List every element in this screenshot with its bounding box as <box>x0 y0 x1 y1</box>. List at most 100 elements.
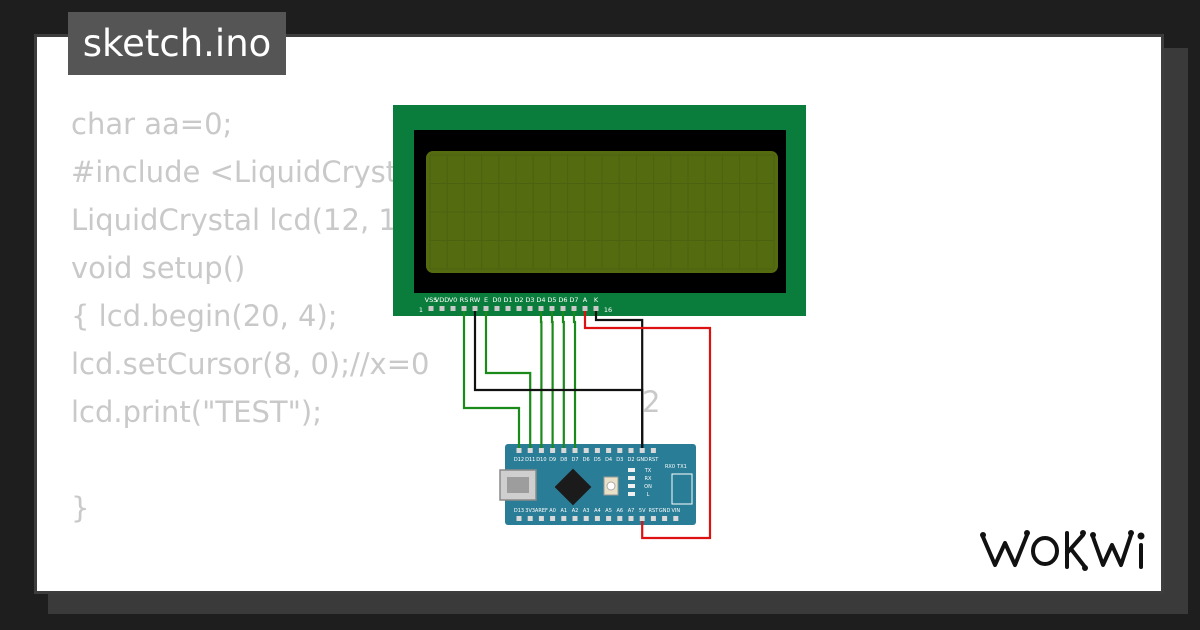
nano-bottom-pin[interactable] <box>516 516 522 521</box>
lcd-pin[interactable] <box>461 306 467 311</box>
nano-top-pin[interactable] <box>628 448 634 453</box>
nano-top-pin-label: D5 <box>594 457 601 463</box>
lcd-pin-label: RS <box>460 296 469 304</box>
lcd-pin[interactable] <box>472 306 478 311</box>
code-line: lcd.print("TEST"); <box>71 395 323 429</box>
nano-top-pin-label: D11 <box>525 457 535 463</box>
nano-bottom-pin-label: A4 <box>594 508 601 514</box>
nano-top-pin-label: D4 <box>605 457 612 463</box>
nano-bottom-pin-label: A2 <box>572 508 579 514</box>
wire[interactable] <box>462 311 521 448</box>
nano-top-pin[interactable] <box>572 448 578 453</box>
nano-bottom-pin-label: D13 <box>514 508 524 514</box>
nano-led-label: ON <box>644 484 652 490</box>
nano-bottom-pin[interactable] <box>538 516 544 521</box>
nano-bottom-pin[interactable] <box>617 516 623 521</box>
code-line: void setup() <box>71 251 246 285</box>
nano-top-pin[interactable] <box>583 448 589 453</box>
lcd-pin-label: E <box>484 296 488 304</box>
nano-top-pin-label: D6 <box>583 457 590 463</box>
nano-led <box>628 492 635 496</box>
nano-led-label: TX <box>644 468 652 474</box>
nano-bottom-pin[interactable] <box>572 516 578 521</box>
icsp-header <box>671 473 693 505</box>
lcd-pin-label: D4 <box>536 296 545 304</box>
nano-bottom-pin[interactable] <box>639 516 645 521</box>
nano-top-pin[interactable] <box>606 448 612 453</box>
lcd-pin[interactable] <box>428 306 434 311</box>
nano-bottom-pin[interactable] <box>662 516 668 521</box>
nano-bottom-pin[interactable] <box>550 516 556 521</box>
code-line: } <box>71 491 90 525</box>
wire[interactable] <box>473 311 644 448</box>
sketch-filename-tab[interactable]: sketch.ino <box>68 12 286 75</box>
wire[interactable] <box>583 311 712 540</box>
lcd-pin[interactable] <box>516 306 522 311</box>
nano-top-pin[interactable] <box>527 448 533 453</box>
wire[interactable] <box>561 311 565 448</box>
lcd-pin[interactable] <box>494 306 500 311</box>
nano-top-pin[interactable] <box>639 448 645 453</box>
nano-bottom-pin-label: 3V3 <box>525 508 535 514</box>
nano-bottom-pin[interactable] <box>561 516 567 521</box>
nano-top-pin[interactable] <box>650 448 656 453</box>
code-line: LiquidCrystal lcd(12, 1 <box>71 203 397 237</box>
lcd-pin[interactable] <box>549 306 555 311</box>
nano-bottom-pin[interactable] <box>527 516 533 521</box>
nano-led-label: RX <box>645 476 652 482</box>
lcd-character-grid <box>429 154 775 270</box>
nano-bottom-pin-label: AREF <box>535 508 548 514</box>
nano-top-pin[interactable] <box>594 448 600 453</box>
lcd-pin-label: V0 <box>449 296 458 304</box>
nano-bottom-pin[interactable] <box>628 516 634 521</box>
wire[interactable] <box>572 311 577 448</box>
wire[interactable] <box>594 311 644 448</box>
lcd-pin-label: RW <box>470 296 481 304</box>
reset-button-cap[interactable] <box>606 481 616 491</box>
nano-top-pin-label: RST <box>649 457 660 463</box>
lcd-pin[interactable] <box>527 306 533 311</box>
lcd-pin[interactable] <box>582 306 588 311</box>
wire[interactable] <box>484 311 532 448</box>
nano-bottom-pin-label: A7 <box>628 508 635 514</box>
lcd-pin-label: D5 <box>547 296 556 304</box>
lcd-pin[interactable] <box>439 306 445 311</box>
nano-side-label: RX0 <box>665 464 675 470</box>
lcd-pin[interactable] <box>483 306 489 311</box>
lcd-pin[interactable] <box>560 306 566 311</box>
nano-bottom-pin[interactable] <box>673 516 679 521</box>
wokwi-logo <box>980 530 1145 571</box>
nano-top-pin[interactable] <box>617 448 623 453</box>
code-line: { lcd.begin(20, 4); <box>71 299 338 333</box>
nano-bottom-pin-label: A6 <box>616 508 623 514</box>
lcd-pin-label: D3 <box>525 296 534 304</box>
nano-bottom-pin-label: GND <box>659 508 671 514</box>
microcontroller-chip <box>554 468 592 506</box>
wire[interactable] <box>550 311 554 448</box>
lcd-pin-label: D6 <box>558 296 567 304</box>
lcd-pin[interactable] <box>505 306 511 311</box>
nano-top-pin[interactable] <box>538 448 544 453</box>
nano-bottom-pin-label: 5V <box>639 508 646 514</box>
lcd-pin[interactable] <box>538 306 544 311</box>
nano-bottom-pin[interactable] <box>583 516 589 521</box>
lcd-pin[interactable] <box>593 306 599 311</box>
nano-top-pin-label: D10 <box>536 457 546 463</box>
lcd-pin-label: VSS <box>425 296 438 304</box>
lcd-pin[interactable] <box>571 306 577 311</box>
nano-bottom-pin-label: A1 <box>560 508 567 514</box>
nano-side-label: TX1 <box>676 464 687 470</box>
nano-bottom-pin[interactable] <box>606 516 612 521</box>
nano-bottom-pin[interactable] <box>650 516 656 521</box>
nano-led <box>628 468 635 472</box>
nano-top-pin[interactable] <box>561 448 567 453</box>
lcd-pin[interactable] <box>450 306 456 311</box>
nano-top-pin[interactable] <box>550 448 556 453</box>
nano-bottom-pin-label: A0 <box>549 508 556 514</box>
nano-top-pin[interactable] <box>516 448 522 453</box>
nano-bottom-pin[interactable] <box>594 516 600 521</box>
